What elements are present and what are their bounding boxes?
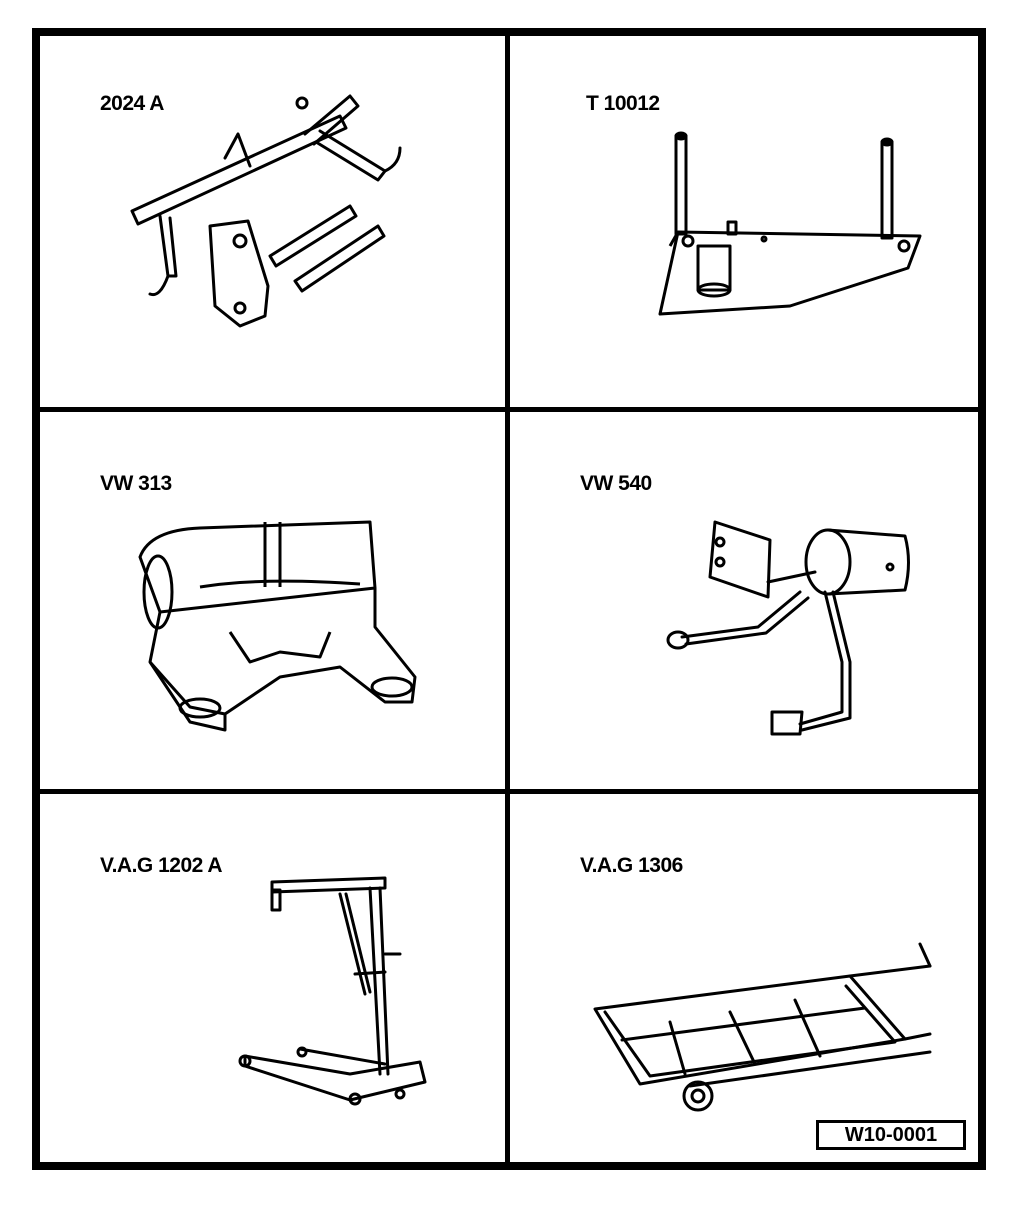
- engine-support-illustration: [510, 36, 978, 407]
- engine-lifting-bracket-illustration: [40, 36, 505, 407]
- divider-vertical: [505, 36, 510, 1162]
- tool-sheet: 2024 A T 10012: [32, 28, 986, 1170]
- tool-panel-2024a: 2024 A: [40, 36, 505, 407]
- tool-label: V.A.G 1202 A: [100, 854, 223, 877]
- drip-tray-illustration: [510, 794, 978, 1162]
- tool-panel-t10012: T 10012: [510, 36, 978, 407]
- tool-label: T 10012: [586, 92, 660, 115]
- transmission-support-illustration: [510, 412, 978, 789]
- figure-code: W10-0001: [816, 1120, 966, 1150]
- tool-panel-vw540: VW 540: [510, 412, 978, 789]
- tool-panel-vw313: VW 313: [40, 412, 505, 789]
- workshop-crane-illustration: [40, 794, 505, 1162]
- tool-panel-vag1306: V.A.G 1306 W10-0001: [510, 794, 978, 1162]
- divider-horizontal-2: [40, 789, 978, 794]
- tool-panel-vag1202a: V.A.G 1202 A: [40, 794, 505, 1162]
- tool-label: V.A.G 1306: [580, 854, 683, 877]
- tool-label: VW 313: [100, 472, 172, 495]
- tool-label: 2024 A: [100, 92, 164, 115]
- tool-label: VW 540: [580, 472, 652, 495]
- engine-bracket-stand-illustration: [40, 412, 505, 789]
- divider-horizontal-1: [40, 407, 978, 412]
